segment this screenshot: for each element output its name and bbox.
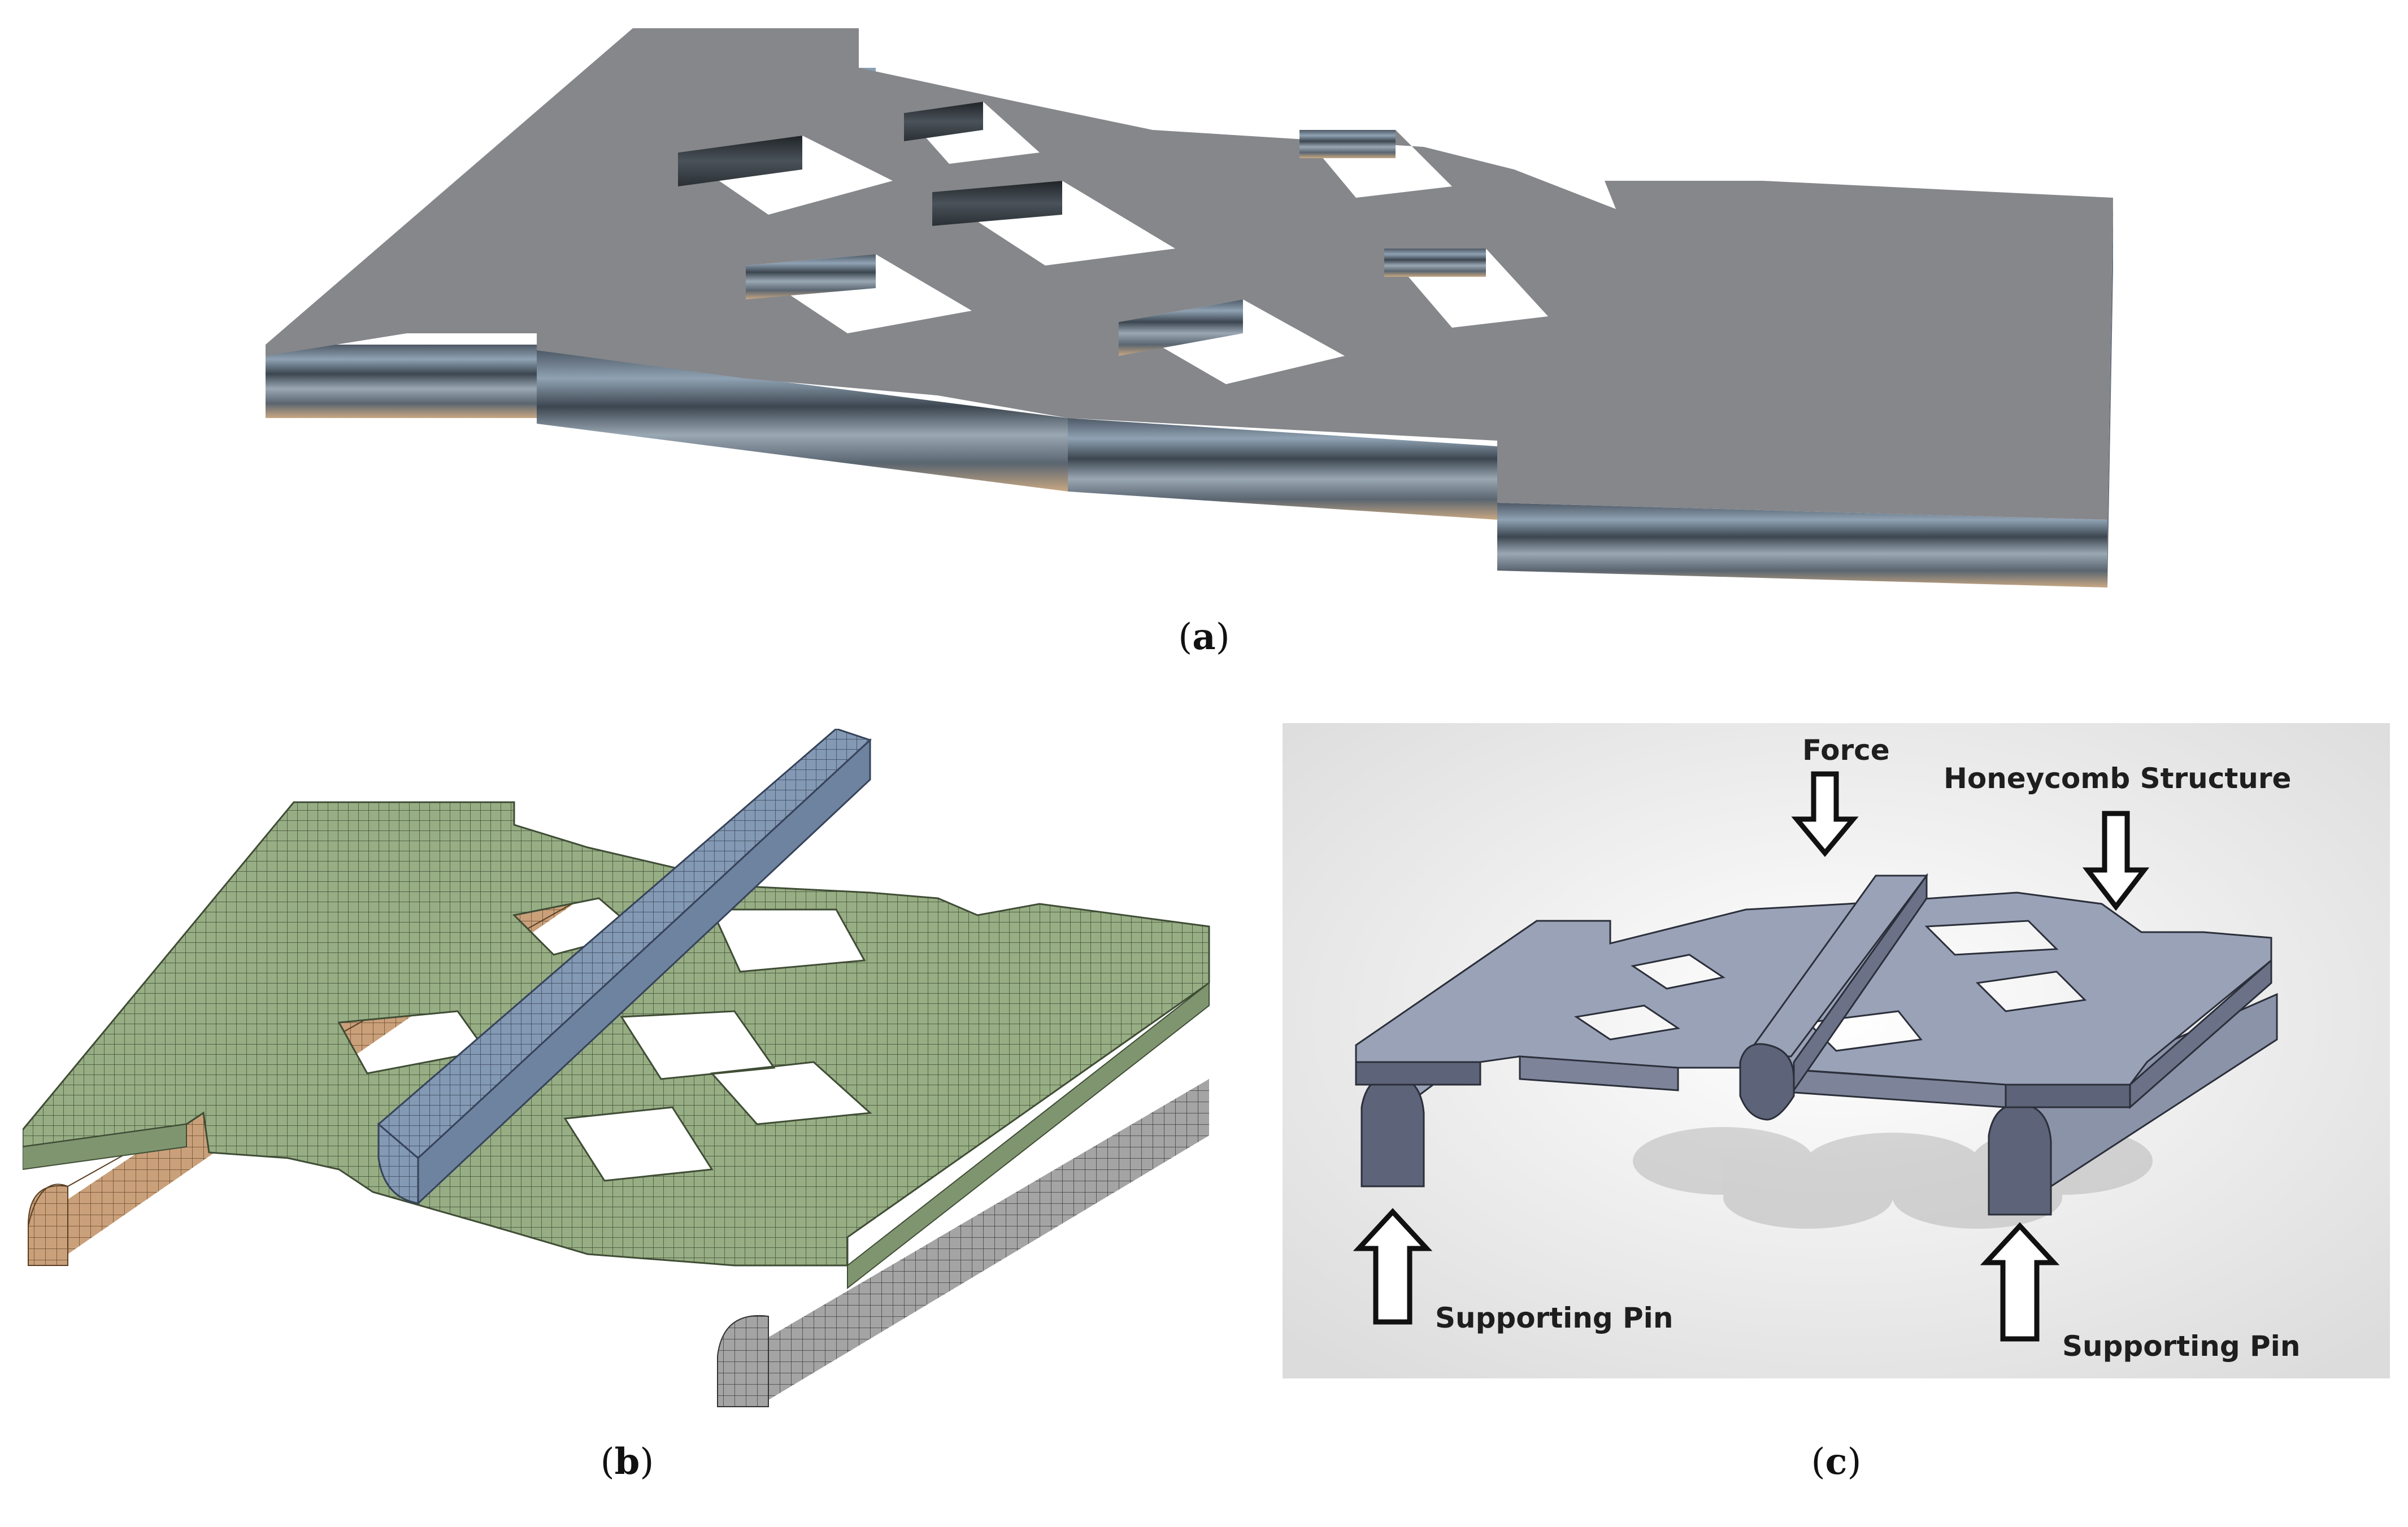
label-honeycomb-structure: Honeycomb Structure [1944, 762, 2291, 795]
force-arrow [1791, 771, 1859, 858]
left-support-arrow [1353, 1208, 1433, 1325]
panel-c-bending-setup: Force Honeycomb Structure Supporting Pin… [1283, 723, 2390, 1378]
caption-c: (c) [1811, 1441, 1862, 1483]
right-support-pin-mesh [717, 1079, 1209, 1407]
panel-a-laminated-honeycomb-plate [237, 11, 2170, 604]
panel-b-mesh-model [23, 729, 1220, 1418]
panel-c-drawing: Force Honeycomb Structure Supporting Pin… [1283, 723, 2390, 1378]
label-supporting-pin-left: Supporting Pin [1435, 1302, 1673, 1334]
caption-a: (a) [1178, 616, 1230, 658]
loading-bar-mesh [377, 729, 872, 1206]
loading-bar [1739, 873, 1928, 1121]
honeycomb-arrow [2082, 811, 2150, 911]
label-force: Force [1802, 734, 1890, 767]
label-supporting-pin-right: Supporting Pin [2062, 1330, 2300, 1363]
panel-a-drawing [266, 28, 2113, 588]
hole-walls [678, 102, 1486, 356]
plate-top-surface [266, 28, 2113, 520]
right-support-arrow [1980, 1222, 2060, 1342]
panel-b-drawing [23, 729, 1210, 1407]
caption-b: (b) [600, 1441, 654, 1483]
laminate-side-bands [266, 68, 2113, 588]
